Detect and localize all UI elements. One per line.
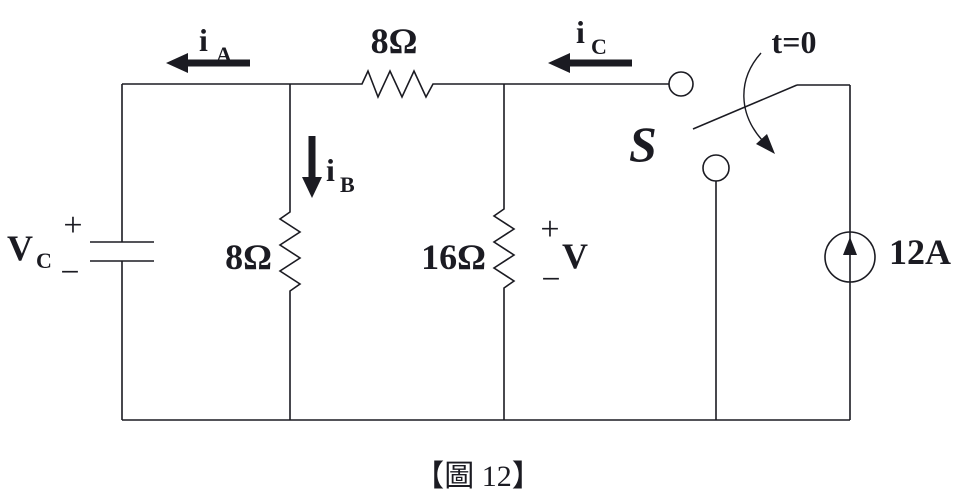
figure-caption: 【圖 12】: [414, 460, 542, 493]
voltage-v-minus-sign: −: [541, 261, 560, 298]
current-arrow-iA: i A: [166, 22, 250, 73]
capacitor-voltage-label: V: [7, 228, 33, 268]
resistor-8ohm-shunt-label: 8Ω: [225, 237, 272, 277]
switch-closing-arc: [743, 52, 763, 141]
current-iA-subscript: A: [216, 42, 232, 67]
current-iA-label: i: [199, 22, 208, 58]
resistor-8ohm-series-label: 8Ω: [371, 21, 418, 61]
current-source-circle: [824, 231, 876, 283]
switch-terminal-upper: [668, 71, 694, 97]
capacitor-plus-sign: +: [63, 207, 82, 244]
resistor-16ohm-body: [492, 84, 516, 420]
switch-label: S: [629, 116, 657, 172]
resistor-8ohm-shunt-body: [278, 84, 302, 420]
current-arrow-iC: i C: [548, 14, 632, 73]
current-source-arrowhead-icon: [843, 237, 857, 255]
current-arrow-iB: i B: [302, 136, 355, 198]
current-iB-label: i: [326, 152, 335, 188]
switch-closing-arrowhead-icon: [756, 134, 775, 154]
current-source: 12A: [824, 231, 951, 283]
resistor-16ohm-label: 16Ω: [421, 237, 486, 277]
switch: S t=0: [629, 24, 850, 182]
capacitor-minus-sign: −: [60, 254, 79, 291]
switch-time-annotation: t=0: [772, 24, 817, 60]
current-source-label: 12A: [889, 232, 951, 272]
current-arrow-iC-head-icon: [548, 53, 570, 73]
capacitor: V C + −: [7, 207, 154, 291]
voltage-v-plus-sign: +: [540, 211, 559, 248]
top-wire-with-series-resistor: [122, 68, 669, 100]
current-iC-label: i: [576, 14, 585, 50]
switch-terminal-lower: [702, 154, 730, 182]
resistor-16ohm: 16Ω + V −: [421, 84, 588, 420]
current-arrow-iA-head-icon: [166, 53, 188, 73]
capacitor-voltage-subscript: C: [36, 248, 52, 273]
voltage-v-label: V: [562, 236, 588, 276]
current-iB-subscript: B: [340, 172, 355, 197]
resistor-8ohm-shunt: 8Ω: [225, 84, 302, 420]
current-arrow-iB-head-icon: [302, 177, 322, 198]
current-iC-subscript: C: [591, 34, 607, 59]
